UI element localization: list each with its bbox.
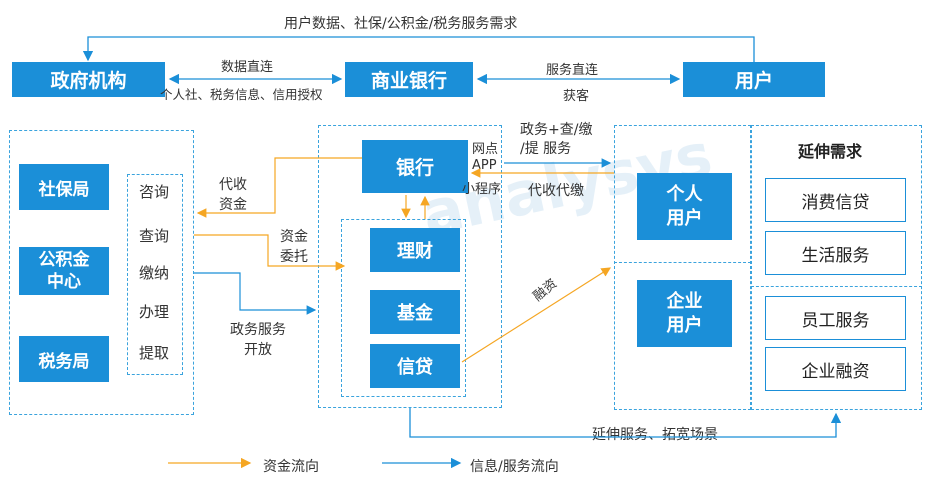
flow-collect-label: 代收 资金 (219, 177, 247, 213)
bank-box: 商业银行 (345, 62, 473, 97)
bank-user-bottom-label: 获客 (563, 89, 590, 104)
arrow-financing (461, 267, 612, 363)
extension-panel (751, 125, 922, 410)
agency-tax: 税务局 (19, 336, 109, 382)
flow-gov-query-label: 政务+查/缴 /提 服务 (520, 122, 593, 157)
arrow-user-to-gov-top (82, 36, 755, 62)
arrow-entrust-funds (194, 234, 346, 271)
service-consult: 咨询 (139, 183, 170, 201)
gov-box: 政府机构 (12, 62, 165, 97)
ext-consumer-credit: 消费信贷 (765, 178, 906, 222)
flow-agency-pay-label: 代收代缴 (528, 183, 584, 199)
gov-bank-bottom-label: 个人社、税务信息、信用授权 (160, 87, 323, 102)
extension-title: 延伸需求 (798, 142, 863, 161)
ext-life-services: 生活服务 (765, 231, 906, 275)
legend-fund-label: 资金流向 (263, 459, 319, 475)
agency-housing-fund: 公积金 中心 (19, 247, 109, 295)
user-panel-divider (614, 262, 751, 263)
personal-user: 个人 用户 (637, 173, 732, 240)
ext-employee-services: 员工服务 (765, 296, 906, 340)
flow-entrust-label: 资金 委托 (280, 229, 308, 265)
product-fund: 基金 (370, 290, 460, 334)
ext-enterprise-financing: 企业融资 (765, 347, 906, 391)
arrow-collect-funds (196, 157, 362, 218)
gov-services-list (127, 174, 183, 375)
product-credit: 信贷 (370, 344, 460, 388)
user-box: 用户 (683, 62, 825, 97)
service-pay: 缴纳 (139, 264, 170, 282)
agency-social-security: 社保局 (19, 164, 109, 210)
gov-panel (9, 130, 194, 415)
service-withdraw: 提取 (139, 344, 170, 362)
flow-gov-open-label: 政务服务 开放 (230, 322, 286, 358)
legend-info-label: 信息/服务流向 (470, 459, 559, 475)
product-wealth: 理财 (370, 228, 460, 272)
arrow-extend-services (409, 408, 842, 438)
enterprise-user: 企业 用户 (637, 280, 732, 347)
bank-products-group (341, 219, 466, 397)
flow-extend-label: 延伸服务、拓宽场景 (592, 427, 718, 443)
bank-node: 银行 (362, 140, 468, 193)
channel-mini-program: 小程序 (462, 182, 502, 197)
gov-bank-top-label: 数据直连 (221, 60, 274, 75)
arrow-gov-open (194, 272, 317, 315)
service-query: 查询 (139, 227, 170, 245)
top-flow-label: 用户数据、社保/公积金/税务服务需求 (284, 16, 518, 32)
channel-branch: 网点 (472, 142, 499, 157)
user-panel (614, 125, 751, 410)
extension-divider (751, 286, 922, 287)
service-handle: 办理 (139, 303, 170, 321)
